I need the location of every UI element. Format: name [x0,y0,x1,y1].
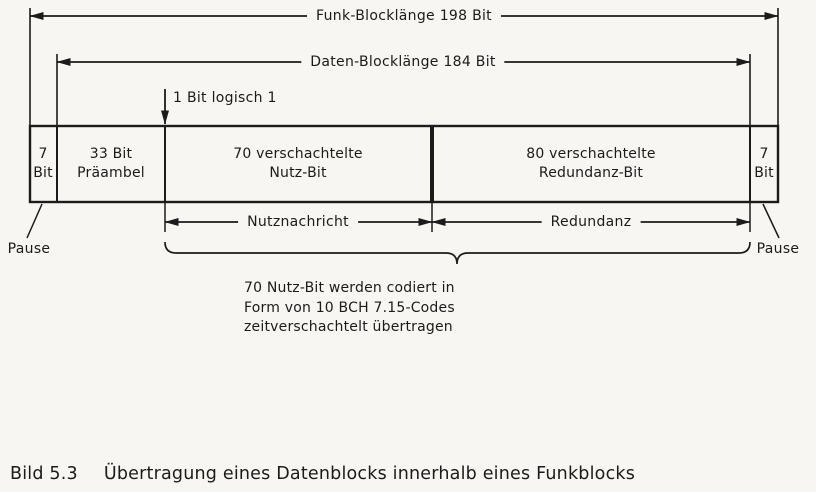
daten-blocklaenge-label: Daten-Blocklänge 184 Bit [301,54,505,70]
nutznachricht-span-label: Nutznachricht [238,214,358,230]
pause-right-label: Pause [756,241,800,257]
pause-leader-lines [26,203,780,239]
block-frame [28,124,780,204]
cell-redundanz-bit-label: 80 verschachtelte Redundanz-Bit [526,146,656,181]
diagram-linework [26,8,780,265]
underbrace [164,241,751,265]
cell-nutz-bit-label: 70 verschachtelte Nutz-Bit [233,146,363,181]
bit-marker-label: 1 Bit logisch 1 [173,90,277,106]
cell-pause-right-label: 7 Bit [754,146,774,181]
figure-caption-text: Übertragung eines Datenblocks innerhalb … [103,464,636,484]
figure-caption: Bild 5.3 Übertragung eines Datenblocks in… [10,464,635,484]
pause-left-label: Pause [7,241,51,257]
redundanz-span-label: Redundanz [541,214,641,230]
funk-blocklaenge-label: Funk-Blocklänge 198 Bit [307,8,501,24]
cell-pause-left-label: 7 Bit [33,146,53,181]
figure-caption-number: Bild 5.3 [10,464,78,484]
cell-praeambel-label: 33 Bit Präambel [77,146,145,181]
coding-note: 70 Nutz-Bit werden codiert in Form von 1… [244,280,455,335]
